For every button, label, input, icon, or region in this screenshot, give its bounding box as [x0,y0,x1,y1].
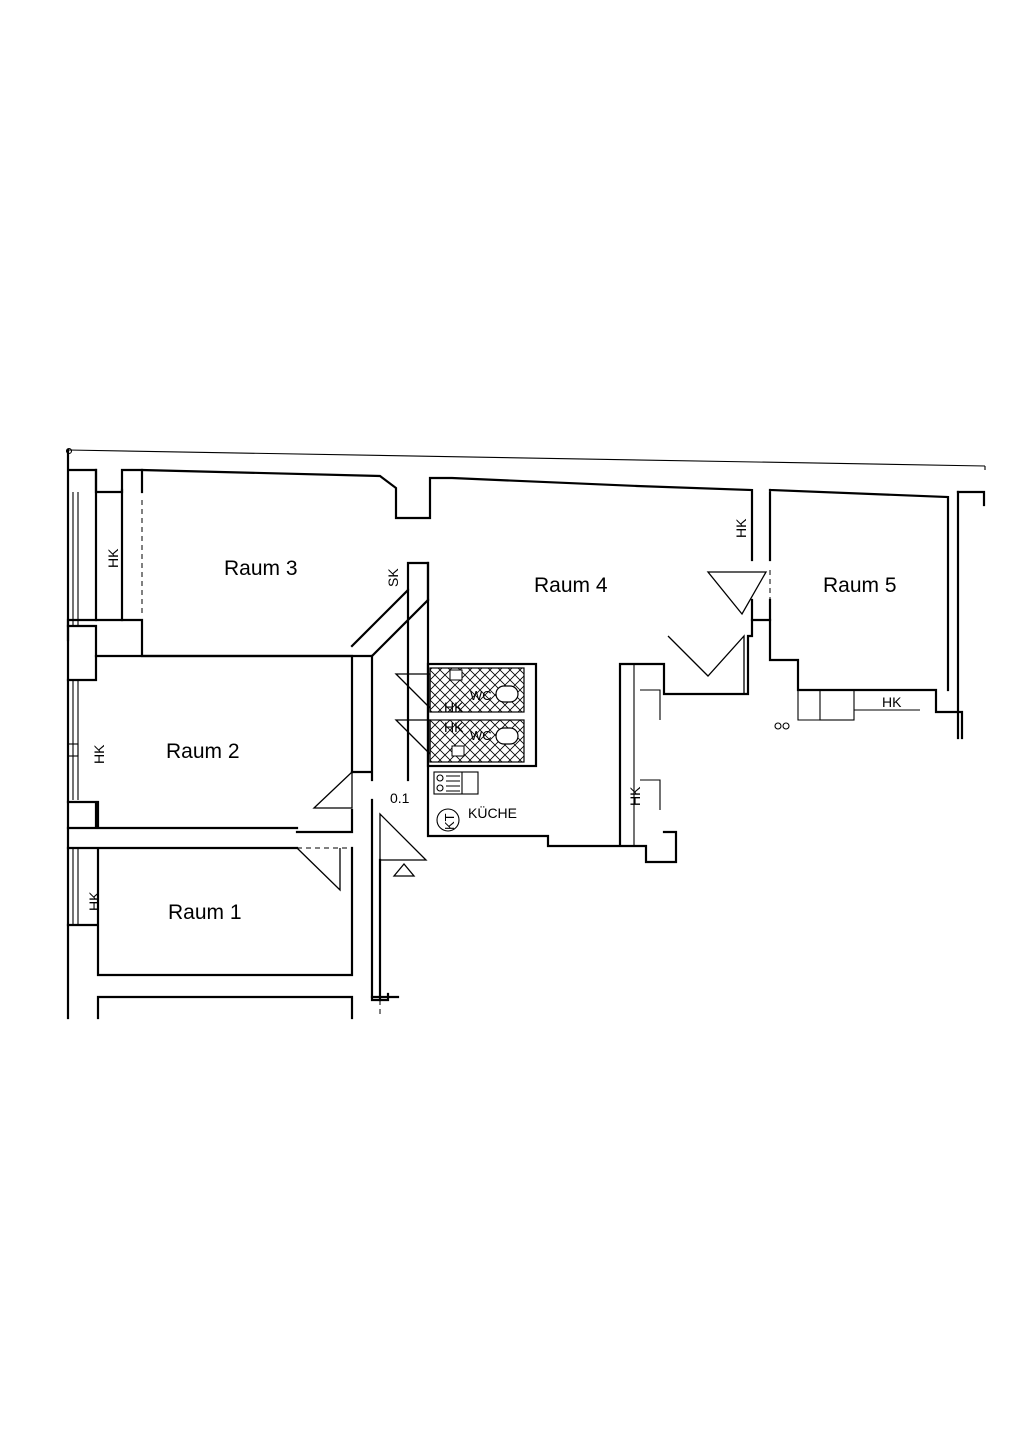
toilet-2-icon [495,727,519,745]
door-room-4-to-5 [706,571,768,616]
room-1-walls [66,846,354,977]
closet-label: SK [385,568,401,587]
radiator-label-room-4-top: HK [733,518,749,538]
wc-block-frame [426,662,538,768]
outer-top-line [67,449,986,470]
radiator-label-room-2: HK [91,744,107,764]
wc-1-radiator-label: HK [444,699,464,715]
room-4-label: Raum 4 [534,574,608,597]
sink-2-icon [451,745,465,757]
left-facade-wall [66,448,144,1020]
radiator-label-room-5: HK [882,694,902,710]
left-window-lines [72,492,79,925]
room-5-radiator-niche [819,689,855,721]
lower-room-walls [96,995,400,1020]
corridor-label: 0.1 [390,790,410,806]
lower-room-dash [351,1000,381,1018]
stove-icon [433,771,479,795]
kitchen-label: KÜCHE [468,804,517,821]
wc-1-label: WC [470,688,492,703]
room-4-right-frame [633,664,661,846]
pipe-icon [782,722,790,730]
burner-icon [436,774,444,782]
room-5-label: Raum 5 [823,574,897,597]
entrance-arrow [392,862,416,877]
wc-2-radiator-label: HK [444,719,464,735]
toilet-1-icon [495,685,519,703]
room-3-pier [94,468,124,622]
corridor-left-wall [350,654,390,1002]
door-corridor [379,812,428,861]
pipe-icon [774,722,782,730]
room-2-radiator-box [67,743,79,757]
wc-2-door [394,719,431,756]
kitchen-counter-lines [446,772,463,794]
radiator-label-room-4-side: HK [627,786,643,806]
door-room-1 [296,847,341,892]
burner-icon [436,784,444,792]
corridor-right-wall [378,588,410,1002]
room-4-walls [426,598,964,864]
fridge-label: KT [442,813,457,830]
radiator-label-room-3: HK [105,548,121,568]
room-2-label: Raum 2 [166,740,240,763]
door-room-2 [312,770,353,809]
room-2-walls [66,624,354,834]
fridge-icon [436,808,460,832]
sink-1-icon [449,669,463,681]
room-1-label: Raum 1 [168,901,242,924]
radiator-label-room-1: HK [86,891,102,911]
wc-1-door [394,673,431,710]
wc-2-label: WC [470,728,492,743]
room-2-left-piers [66,654,98,830]
room-3-label: Raum 3 [224,557,298,580]
room-5-niche-line [797,690,920,721]
door-room-4-lower [667,634,745,694]
